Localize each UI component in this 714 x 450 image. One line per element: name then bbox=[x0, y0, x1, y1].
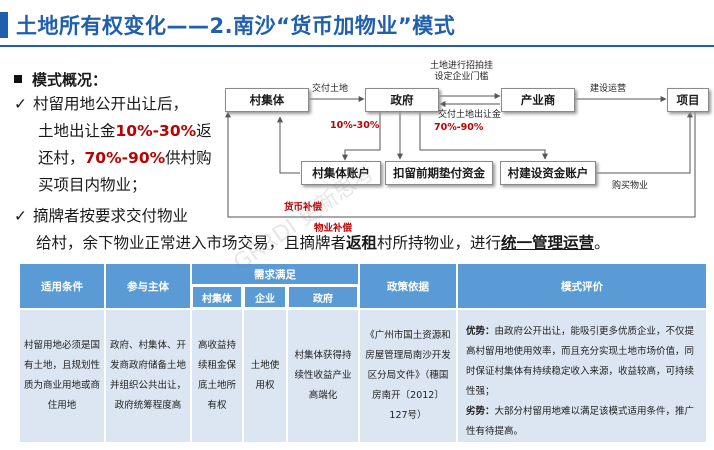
paragraph-1-line-4: 买项目内物业； bbox=[38, 176, 147, 194]
p1-text-1: 村留用地公开出让后， bbox=[33, 95, 189, 113]
arrow-cash-compensation bbox=[277, 116, 300, 174]
header-needs: 需求满足 bbox=[192, 264, 358, 284]
title-bar: 土地所有权变化——2.南沙“货币加物业”模式 bbox=[0, 8, 714, 47]
section-heading-text: 模式概况： bbox=[32, 71, 108, 89]
cell-policy: 《广州市国土资源和房屋管理局南沙开发区分局文件》（穗国房南开〔2012〕127号… bbox=[360, 310, 456, 442]
p1-text-3a: 还村， bbox=[38, 149, 85, 167]
flow-arrows bbox=[225, 93, 696, 218]
label-transfer-fee: 交付土地出让金 bbox=[438, 110, 502, 120]
advantage-text: 由政府公开出让，能吸引更多优质企业，不仅提高村留用地使用效率，而且充分实现土地市… bbox=[466, 326, 695, 397]
paragraph-2-line-2: 给村，余下物业正常进入市场交易，且摘牌者返租村所持物业，进行统一管理运营。 bbox=[36, 230, 610, 257]
label-percent-high: 70%-90% bbox=[434, 122, 484, 133]
mode-table: 适用条件 参与主体 需求满足 村集体 企业 政府 政策依据 模式评价 村留用地必… bbox=[20, 264, 706, 444]
page-title: 土地所有权变化——2.南沙“货币加物业”模式 bbox=[16, 14, 456, 38]
square-bullet-icon bbox=[14, 75, 22, 83]
flow-diagram: 村集体 政府 产业商 项目 村集体账户 扣留前期垫付资金 村建设资金账户 交付土… bbox=[225, 61, 709, 234]
p1-text-3b: 供村购 bbox=[165, 149, 212, 167]
p2-text-2b: 村所持物业，进行 bbox=[377, 234, 502, 252]
box-village: 村集体 bbox=[225, 88, 309, 112]
arrow-buy-property bbox=[595, 111, 693, 174]
label-percent-low: 10%-30% bbox=[330, 120, 380, 131]
checkmark-icon: ✓ bbox=[14, 207, 27, 225]
label-deliver-land: 交付土地 bbox=[312, 84, 349, 94]
p1-text-2b: 返 bbox=[196, 122, 212, 140]
section-heading: 模式概况： bbox=[14, 69, 107, 90]
box-retain-fund: 扣留前期垫付资金 bbox=[385, 161, 493, 185]
label-cash-compensation: 货币补偿 bbox=[284, 202, 323, 213]
label-construction: 建设运营 bbox=[590, 84, 627, 94]
header-evaluation: 模式评价 bbox=[458, 264, 706, 308]
header-participants: 参与主体 bbox=[106, 264, 190, 308]
paragraph-2-line-1: ✓ 摘牌者按要求交付物业 bbox=[14, 203, 188, 230]
box-project: 项目 bbox=[667, 88, 709, 112]
cell-evaluation: 优势：由政府公开出让，能吸引更多优质企业，不仅提高村留用地使用效率，而且充分实现… bbox=[458, 310, 706, 442]
box-government: 政府 bbox=[365, 88, 439, 112]
arrow-gov-to-village-account bbox=[342, 111, 381, 161]
box-construction-account: 村建设资金账户 bbox=[500, 161, 596, 185]
paragraph-1-line-1: ✓ 村留用地公开出让后， bbox=[14, 91, 188, 118]
cell-participants: 政府、村集体、开发商政府储备土地并组织公共出让，政府统筹程度高 bbox=[106, 310, 190, 442]
disadvantage-text: 大部分村留用地难以满足该模式适用条件，推广性有待提高。 bbox=[466, 406, 695, 437]
p2-text-2c: 。 bbox=[594, 234, 610, 252]
p2-leaseback: 返租 bbox=[346, 234, 378, 252]
box-village-account: 村集体账户 bbox=[301, 161, 381, 185]
disadvantage-label: 劣势： bbox=[466, 406, 495, 417]
cell-needs-government: 村集体获得持续性收益产业高端化 bbox=[288, 310, 358, 442]
p1-percent-low: 10%-30% bbox=[115, 122, 197, 140]
p1-percent-high: 70%-90% bbox=[84, 149, 166, 167]
label-buy-property: 购买物业 bbox=[612, 181, 649, 191]
evaluation-advantage: 优势：由政府公开出让，能吸引更多优质企业，不仅提高村留用地使用效率，而且充分实现… bbox=[466, 322, 698, 402]
subheader-enterprise: 企业 bbox=[244, 286, 286, 308]
paragraph-1-line-2: 土地出让金10%-30%返 bbox=[38, 118, 212, 145]
cell-needs-enterprise: 土地使用权 bbox=[244, 310, 286, 442]
p2-text-1: 摘牌者按要求交付物业 bbox=[33, 207, 189, 225]
checkmark-icon: ✓ bbox=[14, 95, 27, 113]
p1-text-2a: 土地出让金 bbox=[38, 122, 116, 140]
paragraph-1-line-3: 还村，70%-90%供村购 bbox=[38, 145, 212, 172]
p2-text-2a: 给村，余下物业正常进入市场交易，且摘牌者 bbox=[36, 234, 347, 252]
title-divider bbox=[0, 45, 714, 47]
p2-unified-management: 统一管理运营 bbox=[501, 234, 595, 252]
evaluation-disadvantage: 劣势：大部分村留用地难以满足该模式适用条件，推广性有待提高。 bbox=[466, 402, 698, 442]
cell-needs-village: 高收益持续租金保底土地所有权 bbox=[192, 310, 242, 442]
cell-condition: 村留用地必须是国有土地，且规划性质为商业用地或商住用地 bbox=[20, 310, 104, 442]
header-policy: 政策依据 bbox=[360, 264, 456, 308]
advantage-label: 优势： bbox=[466, 326, 495, 337]
arrow-property-compensation bbox=[225, 111, 696, 218]
subheader-village: 村集体 bbox=[192, 286, 242, 308]
label-auction: 土地进行招拍挂 设定企业门槛 bbox=[430, 61, 494, 82]
title-accent-bar bbox=[0, 12, 8, 38]
label-property-compensation: 物业补偿 bbox=[314, 223, 353, 234]
arrow-gov-to-construction-account bbox=[419, 111, 548, 160]
header-condition: 适用条件 bbox=[20, 264, 104, 308]
subheader-government: 政府 bbox=[288, 286, 358, 308]
box-industry: 产业商 bbox=[501, 88, 575, 112]
